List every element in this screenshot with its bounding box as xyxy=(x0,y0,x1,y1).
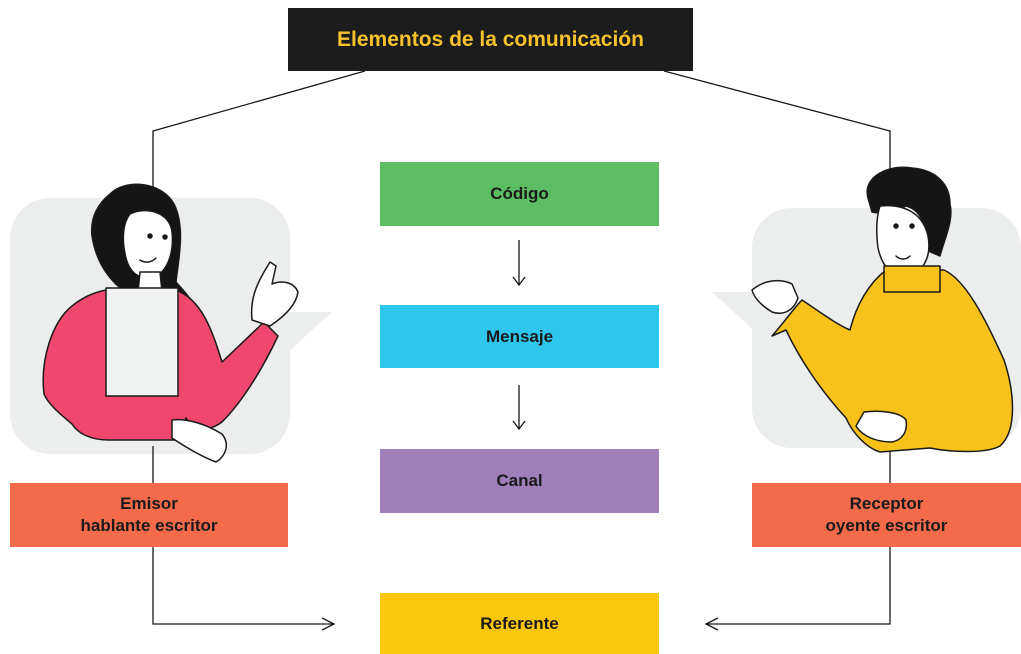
connector-lines xyxy=(152,70,891,625)
receptor-to-referente-line xyxy=(706,547,891,625)
codigo-box: Código xyxy=(380,162,659,226)
emisor-text: Emisor hablante escritor xyxy=(81,493,218,537)
right-connector xyxy=(663,70,891,208)
emisor-eye xyxy=(147,233,153,239)
emisor-raised-hand xyxy=(250,261,299,327)
title-box: Elementos de la comunicación xyxy=(288,8,693,71)
arrow-down-icon xyxy=(512,276,526,287)
receptor-person-illustration xyxy=(751,166,1014,453)
codigo-label: Código xyxy=(490,184,549,203)
receptor-box: Receptor oyente escritor xyxy=(752,483,1021,547)
mensaje-box: Mensaje xyxy=(380,305,659,368)
emisor-person-illustration xyxy=(42,183,299,463)
emisor-bubble-tail xyxy=(288,312,332,352)
emisor-collar xyxy=(105,287,179,397)
receptor-eye xyxy=(893,223,899,229)
emisor-eye xyxy=(162,234,168,240)
receptor-mouth xyxy=(895,255,911,260)
receptor-subtitle: oyente escritor xyxy=(825,516,948,535)
receptor-lower-hand xyxy=(855,410,908,443)
emisor-title: Emisor xyxy=(120,494,178,513)
canal-box: Canal xyxy=(380,449,659,513)
diagram-title: Elementos de la comunicación xyxy=(337,27,644,51)
receptor-raised-hand xyxy=(751,279,799,314)
left-connector xyxy=(152,70,366,198)
arrow-down-icon xyxy=(512,420,526,431)
receptor-text: Receptor oyente escritor xyxy=(826,493,948,537)
arrow-heads xyxy=(321,276,719,631)
canal-label: Canal xyxy=(496,471,543,490)
referente-box: Referente xyxy=(380,593,659,654)
mensaje-label: Mensaje xyxy=(485,326,554,346)
emisor-to-referente-line xyxy=(152,547,334,625)
emisor-lower-hand xyxy=(171,418,227,463)
referente-label: Referente xyxy=(480,613,559,633)
arrow-right-icon xyxy=(321,617,336,631)
arrow-left-icon xyxy=(704,617,719,631)
receptor-bubble-tail xyxy=(712,292,760,336)
emisor-smile xyxy=(139,257,157,263)
emisor-face xyxy=(122,209,174,279)
emisor-subtitle: hablante escritor xyxy=(80,516,218,535)
emisor-box: Emisor hablante escritor xyxy=(10,483,288,547)
receptor-title: Receptor xyxy=(849,494,924,513)
receptor-eye xyxy=(909,223,915,229)
receptor-turtleneck xyxy=(883,265,941,293)
receptor-sweater xyxy=(771,269,1014,453)
